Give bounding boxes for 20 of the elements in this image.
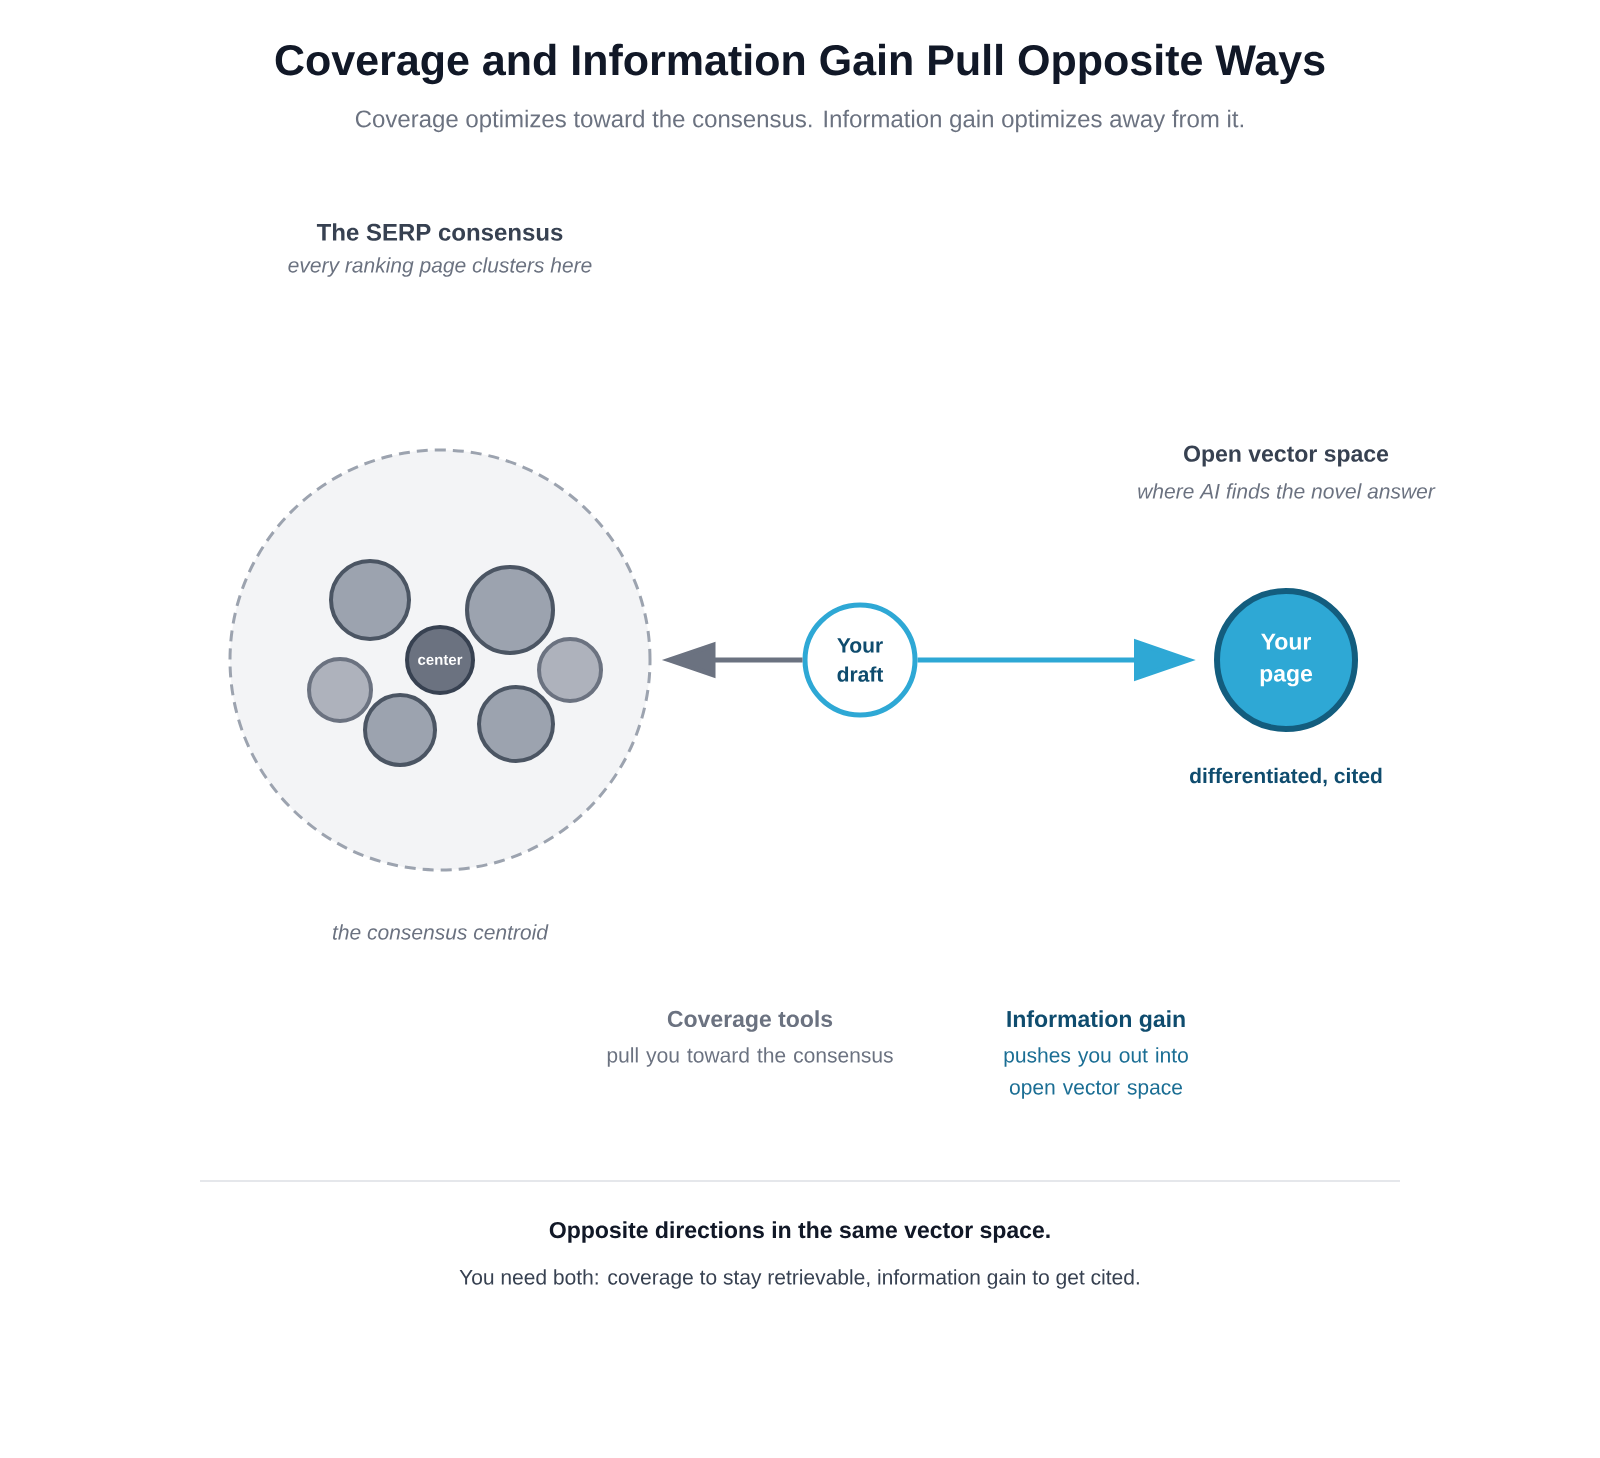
title: Coverage and Information Gain Pull Opposite Ways — [275, 43, 1325, 85]
cluster-circle — [537, 637, 603, 703]
note-heading: Information gain — [1007, 1010, 1185, 1032]
note-heading: Coverage tools — [667, 1010, 833, 1032]
summary-text: You need both: coverage to stay retrievable, information gain to get cited. — [459, 1269, 1139, 1289]
region-heading: The SERP consensus — [316, 223, 563, 241]
region-heading: Open vector space — [1184, 445, 1389, 467]
region-description: where AI finds the novel answer — [1138, 483, 1436, 499]
cluster-circle — [329, 559, 411, 641]
cluster-circle — [363, 693, 437, 767]
note-text: pushes you out into open vector space — [1004, 1047, 1188, 1099]
summary-heading: Opposite directions in the same vector space. — [549, 1221, 1050, 1243]
subtitle: Coverage optimizes toward the consensus. Information gain optimizes away from it. — [355, 109, 1243, 133]
cluster-circle — [307, 657, 373, 723]
note-text: pull you toward the consensus — [607, 1047, 893, 1067]
cluster-circle — [465, 565, 555, 655]
region-description: every ranking page clusters here — [288, 257, 592, 277]
cluster-circle — [477, 685, 555, 763]
node-caption: differentiated, cited — [1190, 767, 1382, 787]
node-caption: the consensus centroid — [333, 924, 549, 940]
